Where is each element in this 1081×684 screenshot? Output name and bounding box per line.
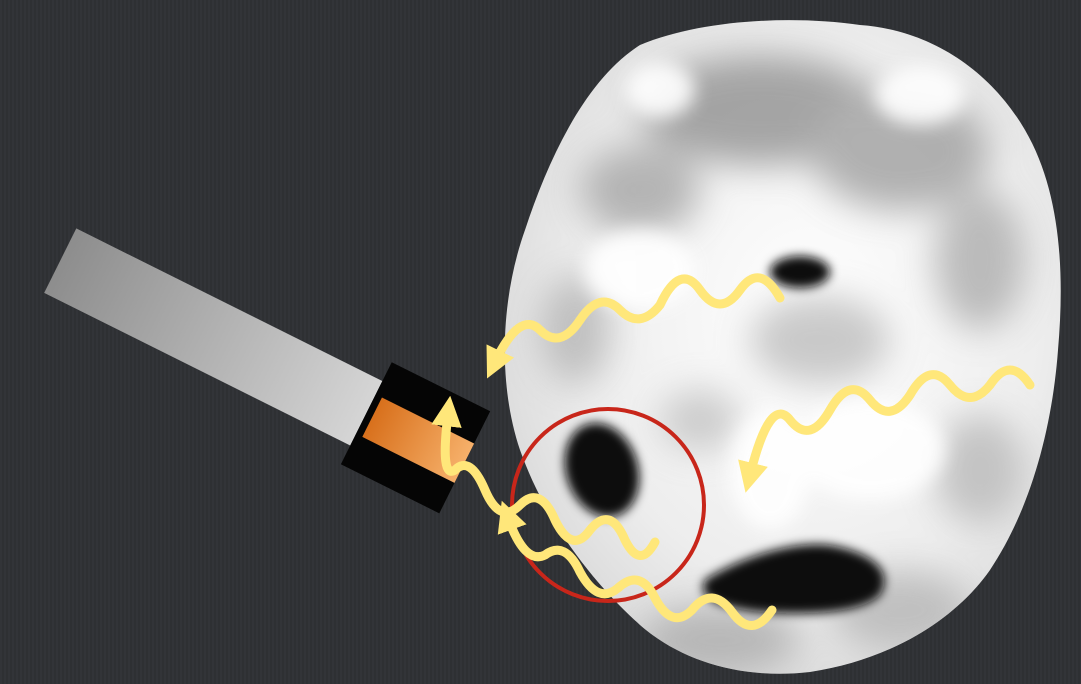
dark-region-upper <box>770 256 830 288</box>
